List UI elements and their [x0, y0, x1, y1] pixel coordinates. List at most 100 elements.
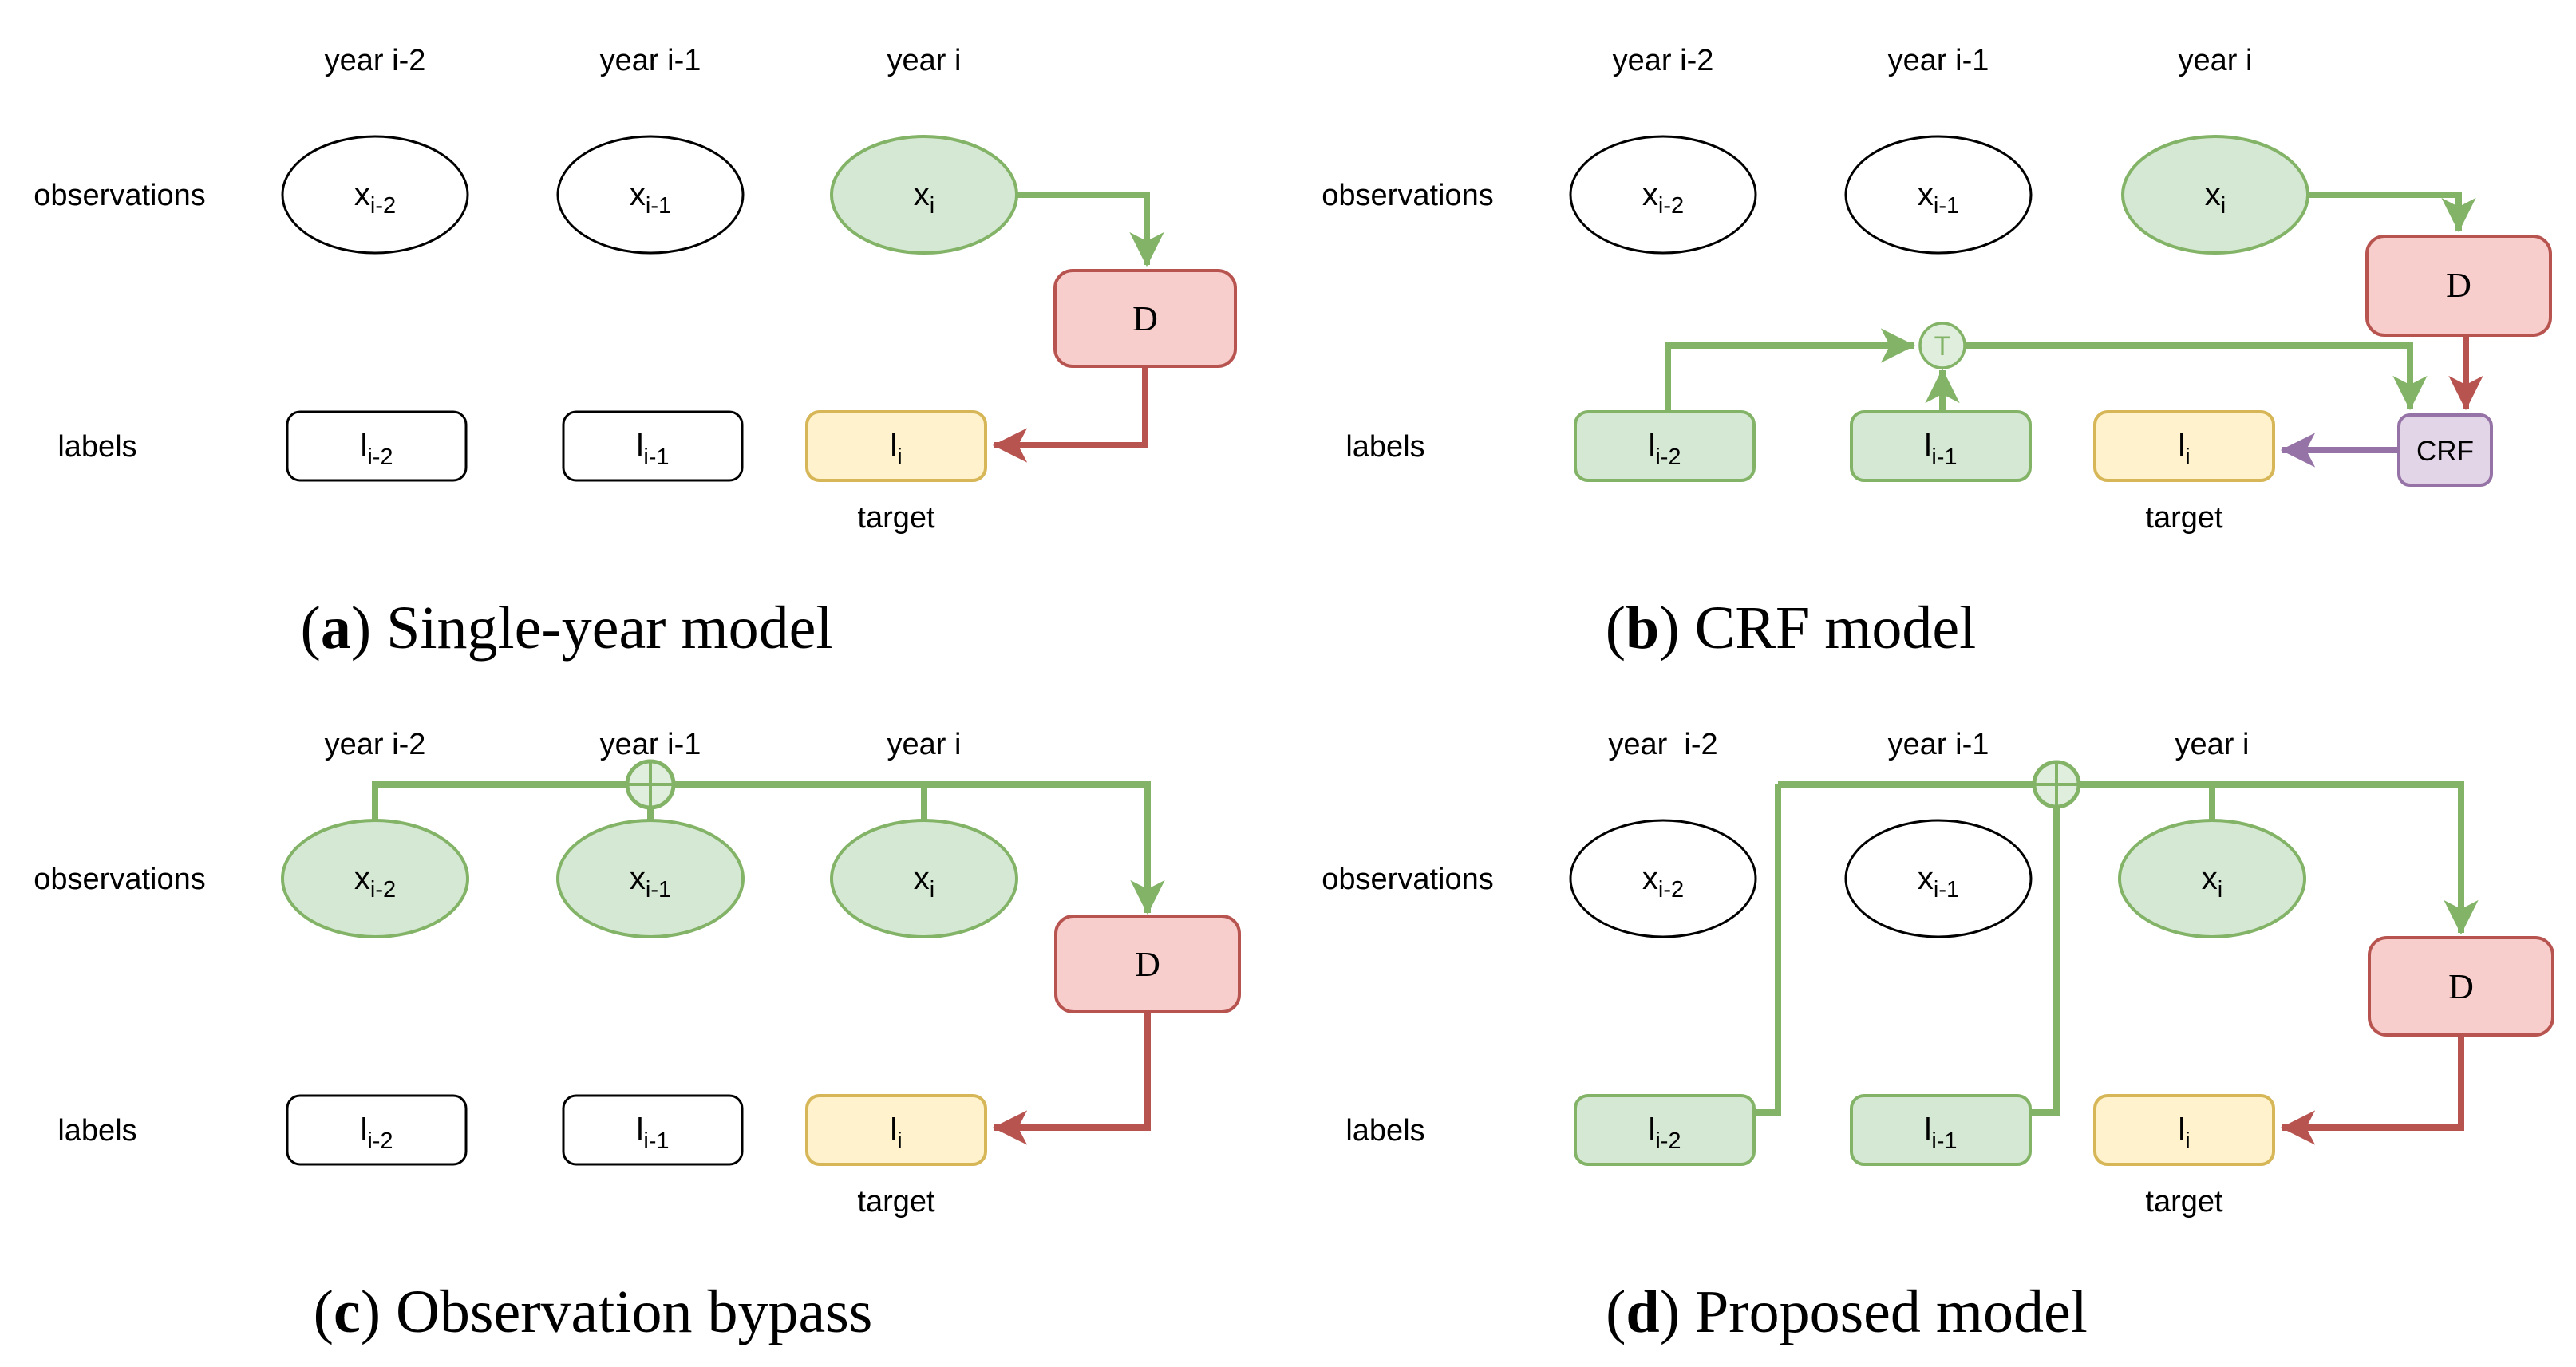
t-node-label: T: [1934, 331, 1951, 362]
obs-node-xi-label: xi: [914, 861, 934, 903]
obs-node-xi-1-label: xi-1: [630, 861, 671, 903]
label-node-li-1-label: li-1: [1924, 429, 1957, 470]
caption-close-paren: ): [351, 595, 371, 662]
node-sub: i-2: [370, 877, 396, 903]
node-sub: i: [2185, 444, 2190, 470]
caption-open-paren: (: [314, 1278, 334, 1345]
caption-title: Single-year model: [371, 595, 832, 662]
label-node-li-label: li: [890, 1112, 902, 1154]
label-node-li-1: [562, 410, 744, 482]
col-label-year-i-2: year i-2: [325, 44, 426, 77]
node-base: x: [914, 861, 930, 896]
obs-node-xi-label: xi: [2205, 177, 2226, 219]
crf-box-label: CRF: [2416, 436, 2474, 467]
obs-node-xi: [2118, 819, 2306, 938]
node-base: x: [1642, 177, 1658, 212]
caption-title: CRF model: [1680, 595, 1977, 662]
node-base: x: [914, 177, 930, 212]
target-label: target: [2145, 501, 2223, 535]
caption-close-paren: ): [361, 1278, 381, 1345]
node-sub: i: [2185, 1128, 2190, 1154]
node-sub: i: [897, 1128, 902, 1154]
node-base: l: [636, 1112, 643, 1148]
node-sub: i-2: [367, 444, 393, 470]
node-base: l: [890, 1112, 897, 1148]
caption-d: (d) Proposed model: [1606, 1278, 2088, 1345]
green-bus-to-d: [372, 781, 1165, 915]
node-base: x: [354, 861, 370, 896]
obs-node-xi: [830, 135, 1018, 255]
node-sub: i-2: [370, 193, 396, 219]
caption-letter: c: [334, 1278, 361, 1345]
label-node-li-2: [1574, 1094, 1756, 1166]
node-sub: i: [2221, 193, 2226, 219]
node-base: x: [354, 177, 370, 212]
label-node-li-2: [286, 410, 468, 482]
caption-a: (a) Single-year model: [301, 595, 833, 662]
green-line-li-1-to-concat: [2032, 784, 2060, 1116]
node-sub: i-1: [1934, 193, 1959, 219]
label-node-li-1-label: li-1: [636, 1112, 669, 1154]
row-label-labels: labels: [57, 1114, 136, 1148]
obs-node-xi-1-label: xi-1: [1918, 861, 1959, 903]
node-sub: i: [897, 444, 902, 470]
node-sub: i: [930, 193, 934, 219]
obs-node-xi-2: [281, 819, 469, 938]
node-sub: i-1: [643, 444, 669, 470]
green-bus-to-d: [1778, 781, 2479, 935]
node-sub: i: [2218, 877, 2222, 903]
label-node-li-1-label: li-1: [636, 429, 669, 470]
label-node-li-1: [1850, 410, 2032, 482]
caption-letter: d: [1626, 1278, 1659, 1345]
col-label-year-i-1: year i-1: [1888, 44, 1989, 77]
panel-c: year i-2 year i-1 year i observations la…: [34, 728, 1241, 1345]
col-label-year-i-1: year i-1: [600, 728, 701, 761]
node-base: x: [630, 861, 646, 896]
label-node-li-target: [805, 1094, 987, 1166]
node-base: x: [1918, 861, 1934, 896]
node-base: l: [636, 429, 643, 464]
node-sub: i: [930, 877, 934, 903]
label-node-li-target: [805, 410, 987, 482]
panel-d: year i-2 year i-1 year i observations la…: [1322, 728, 2554, 1345]
col-label-year-i: year i: [2175, 728, 2250, 761]
obs-node-xi-2: [1569, 819, 1757, 938]
col-label-year-i: year i: [2179, 44, 2253, 77]
d-box-label: D: [2448, 967, 2474, 1006]
col-label-year-i-1: year i-1: [1888, 728, 1989, 761]
node-base: l: [890, 429, 897, 464]
obs-node-xi-2-label: xi-2: [354, 177, 396, 219]
node-base: l: [1648, 429, 1655, 464]
obs-node-xi-label: xi: [914, 177, 934, 219]
row-label-labels: labels: [57, 430, 136, 464]
caption-close-paren: ): [1659, 595, 1679, 662]
label-node-li-target: [2093, 410, 2275, 482]
node-base: l: [2178, 1112, 2185, 1148]
obs-node-xi-1: [1844, 819, 2033, 938]
label-node-li-2-label: li-2: [1648, 429, 1681, 470]
d-box: [1053, 269, 1237, 368]
target-label: target: [857, 1185, 935, 1219]
d-box: [2365, 235, 2552, 337]
node-base: x: [1642, 861, 1658, 896]
node-sub: i-1: [1934, 877, 1959, 903]
label-node-li-1: [1850, 1094, 2032, 1166]
panel-b: year i-2 year i-1 year i observations la…: [1322, 44, 2552, 662]
label-node-li-label: li: [890, 429, 902, 470]
caption-open-paren: (: [1606, 1278, 1626, 1345]
caption-c: (c) Observation bypass: [314, 1278, 873, 1345]
d-box-label: D: [1135, 945, 1160, 984]
node-base: l: [360, 429, 367, 464]
green-arrow-xi-to-d: [2308, 192, 2476, 233]
d-box: [1054, 915, 1241, 1013]
green-arrow-t-to-crf: [1965, 342, 2428, 411]
red-arrow-d-to-li: [2280, 1035, 2464, 1145]
target-label: target: [857, 501, 935, 535]
d-box-label: D: [1132, 299, 1158, 338]
node-sub: i-1: [643, 1128, 669, 1154]
row-label-observations: observations: [1322, 863, 1493, 896]
node-base: l: [1924, 1112, 1931, 1148]
node-base: x: [1918, 177, 1934, 212]
label-node-li-label: li: [2178, 1112, 2190, 1154]
panel-a: year i-2 year i-1 year i observations la…: [34, 44, 1237, 662]
